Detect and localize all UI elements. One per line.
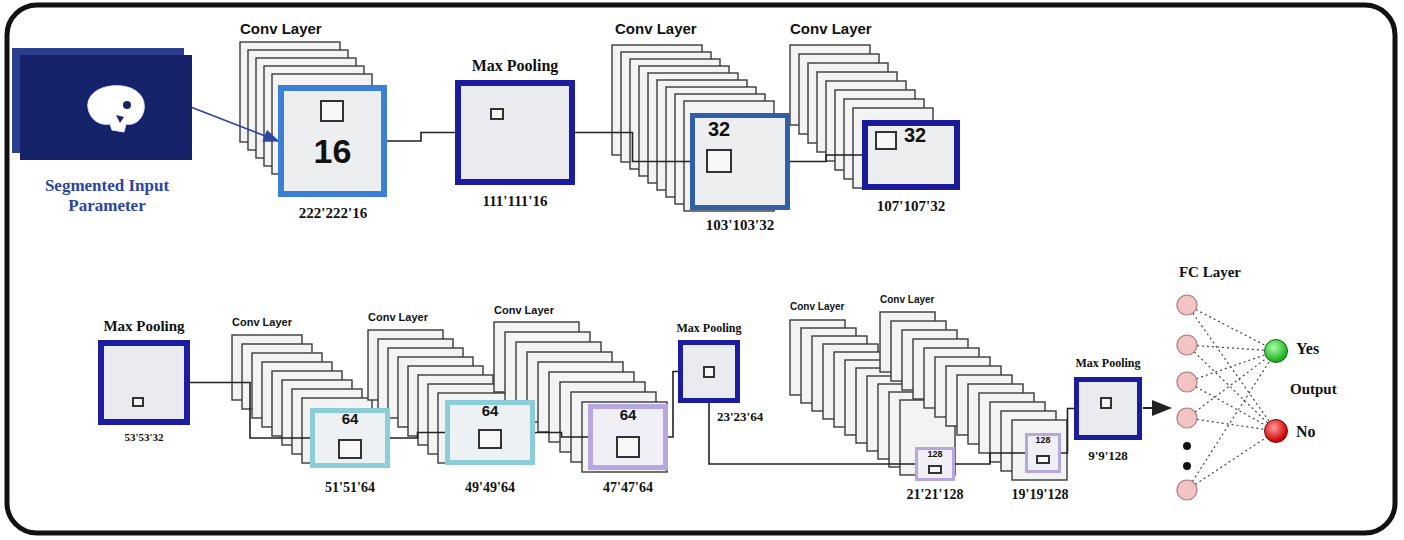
brain-scan [88, 86, 144, 132]
layer-label: Conv Layer [368, 311, 458, 324]
connector [535, 433, 588, 438]
layer-label: 107'107'32 [850, 198, 972, 215]
layer-label: Max Pooling [1063, 357, 1153, 371]
fc-links [1187, 305, 1276, 490]
kernel-window [707, 150, 731, 172]
feature-map [1012, 420, 1067, 480]
layer-label: Max Pooling [84, 318, 204, 335]
conv-layer: Conv Layer12819'19'128 [1025, 433, 1061, 473]
kernel-window [929, 466, 941, 473]
connector [709, 403, 915, 464]
conv-layer: Conv Layer6451'51'64 [310, 408, 390, 468]
max-pooling: Max Pooling9'9'128 [1074, 377, 1142, 440]
scan-detail [123, 101, 131, 109]
kernel-window [133, 398, 143, 406]
outer-frame [7, 5, 1395, 533]
layer-label: 103'103'32 [680, 217, 800, 234]
kernel-window [339, 440, 361, 458]
layer-label: Conv Layer [494, 304, 584, 317]
layer-label: 47'47'64 [568, 480, 688, 496]
max-pooling: Max Pooling111'111'16 [455, 80, 575, 185]
layer-label: 49'49'64 [430, 480, 550, 496]
feature-map [582, 402, 667, 472]
layer-label: 9'9'128 [1063, 449, 1153, 464]
fc-arrow [1143, 407, 1170, 409]
layer-label: Max Pooling [445, 57, 585, 75]
conv-layer: Conv Layer6447'47'64 [588, 404, 668, 470]
layer-label: Yes [1296, 340, 1356, 358]
layer-label: Conv Layer [880, 294, 960, 306]
connector [955, 453, 1025, 464]
output-no: No [1264, 419, 1288, 443]
input-image: Segmented Input Parameter [20, 55, 192, 160]
ellipsis-dot [1183, 442, 1191, 450]
kernel-window [321, 101, 343, 121]
max-pooling: Max Pooling23'23'64 [678, 340, 740, 403]
layer-art [461, 86, 581, 191]
layer-label: Output [1290, 381, 1370, 398]
connector [668, 372, 678, 438]
scan-detail [116, 115, 124, 123]
kernel-window [704, 367, 714, 377]
conv-layer: Conv Layer6449'49'64 [445, 400, 535, 465]
layer-label: Conv Layer [232, 316, 322, 329]
connector [575, 133, 690, 162]
filter-count: 32 [708, 118, 758, 141]
layer-label: Conv Layer [790, 20, 890, 37]
layer-label: 23'23'64 [717, 410, 797, 425]
connector [190, 383, 310, 439]
layer-art [1079, 382, 1147, 445]
filter-count: 64 [445, 402, 535, 419]
output-yes: Yes [1264, 339, 1288, 363]
filter-count: 32 [904, 124, 952, 147]
kernel-window [491, 109, 503, 119]
layer-label: Conv Layer [240, 20, 340, 37]
layer-label: Max Pooling [664, 322, 754, 336]
layer-label: 222'222'16 [263, 205, 403, 222]
layer-label: Segmented Input Parameter [22, 176, 192, 215]
connector [1061, 409, 1074, 454]
ellipsis-dot [1183, 462, 1191, 470]
layer-label: No [1296, 423, 1356, 441]
conv-layer: Conv Layer32103'103'32 [690, 113, 790, 210]
layer-label: 53'53'32 [84, 431, 204, 444]
filter-count: 64 [310, 410, 390, 427]
kernel-window [617, 437, 639, 457]
layer-label: 21'21'128 [890, 487, 980, 503]
connector [390, 433, 445, 439]
max-pooling: Max Pooling53'53'32 [98, 340, 190, 425]
conv-layer: Conv Layer12821'21'128 [915, 447, 955, 481]
kernel-window [479, 430, 501, 448]
fc-neurons [1177, 295, 1197, 500]
conv-layer: Conv Layer16222'222'16 [278, 85, 387, 197]
connector [790, 155, 862, 162]
kernel-window [1037, 456, 1049, 463]
layer-label: 19'19'128 [995, 487, 1085, 503]
layer-art [104, 346, 196, 431]
filter-count: 64 [588, 406, 668, 423]
conv-layer: Conv Layer32107'107'32 [862, 120, 960, 190]
layer-label: Conv Layer [790, 301, 870, 313]
filter-count: 16 [278, 132, 387, 171]
kernel-window [876, 132, 896, 149]
kernel-window [1101, 398, 1111, 408]
layer-art [683, 345, 745, 408]
connector [192, 108, 278, 142]
layer-label: 51'51'64 [290, 480, 410, 496]
feature-map-stacks [232, 42, 1067, 480]
layer-art [20, 55, 192, 160]
filter-count: 128 [1025, 435, 1061, 445]
filter-count: 128 [915, 449, 955, 459]
connector [387, 133, 455, 142]
layer-label: 111'111'16 [445, 193, 585, 210]
layer-label: Conv Layer [615, 20, 715, 37]
layer-label: FC Layer [1160, 264, 1260, 281]
